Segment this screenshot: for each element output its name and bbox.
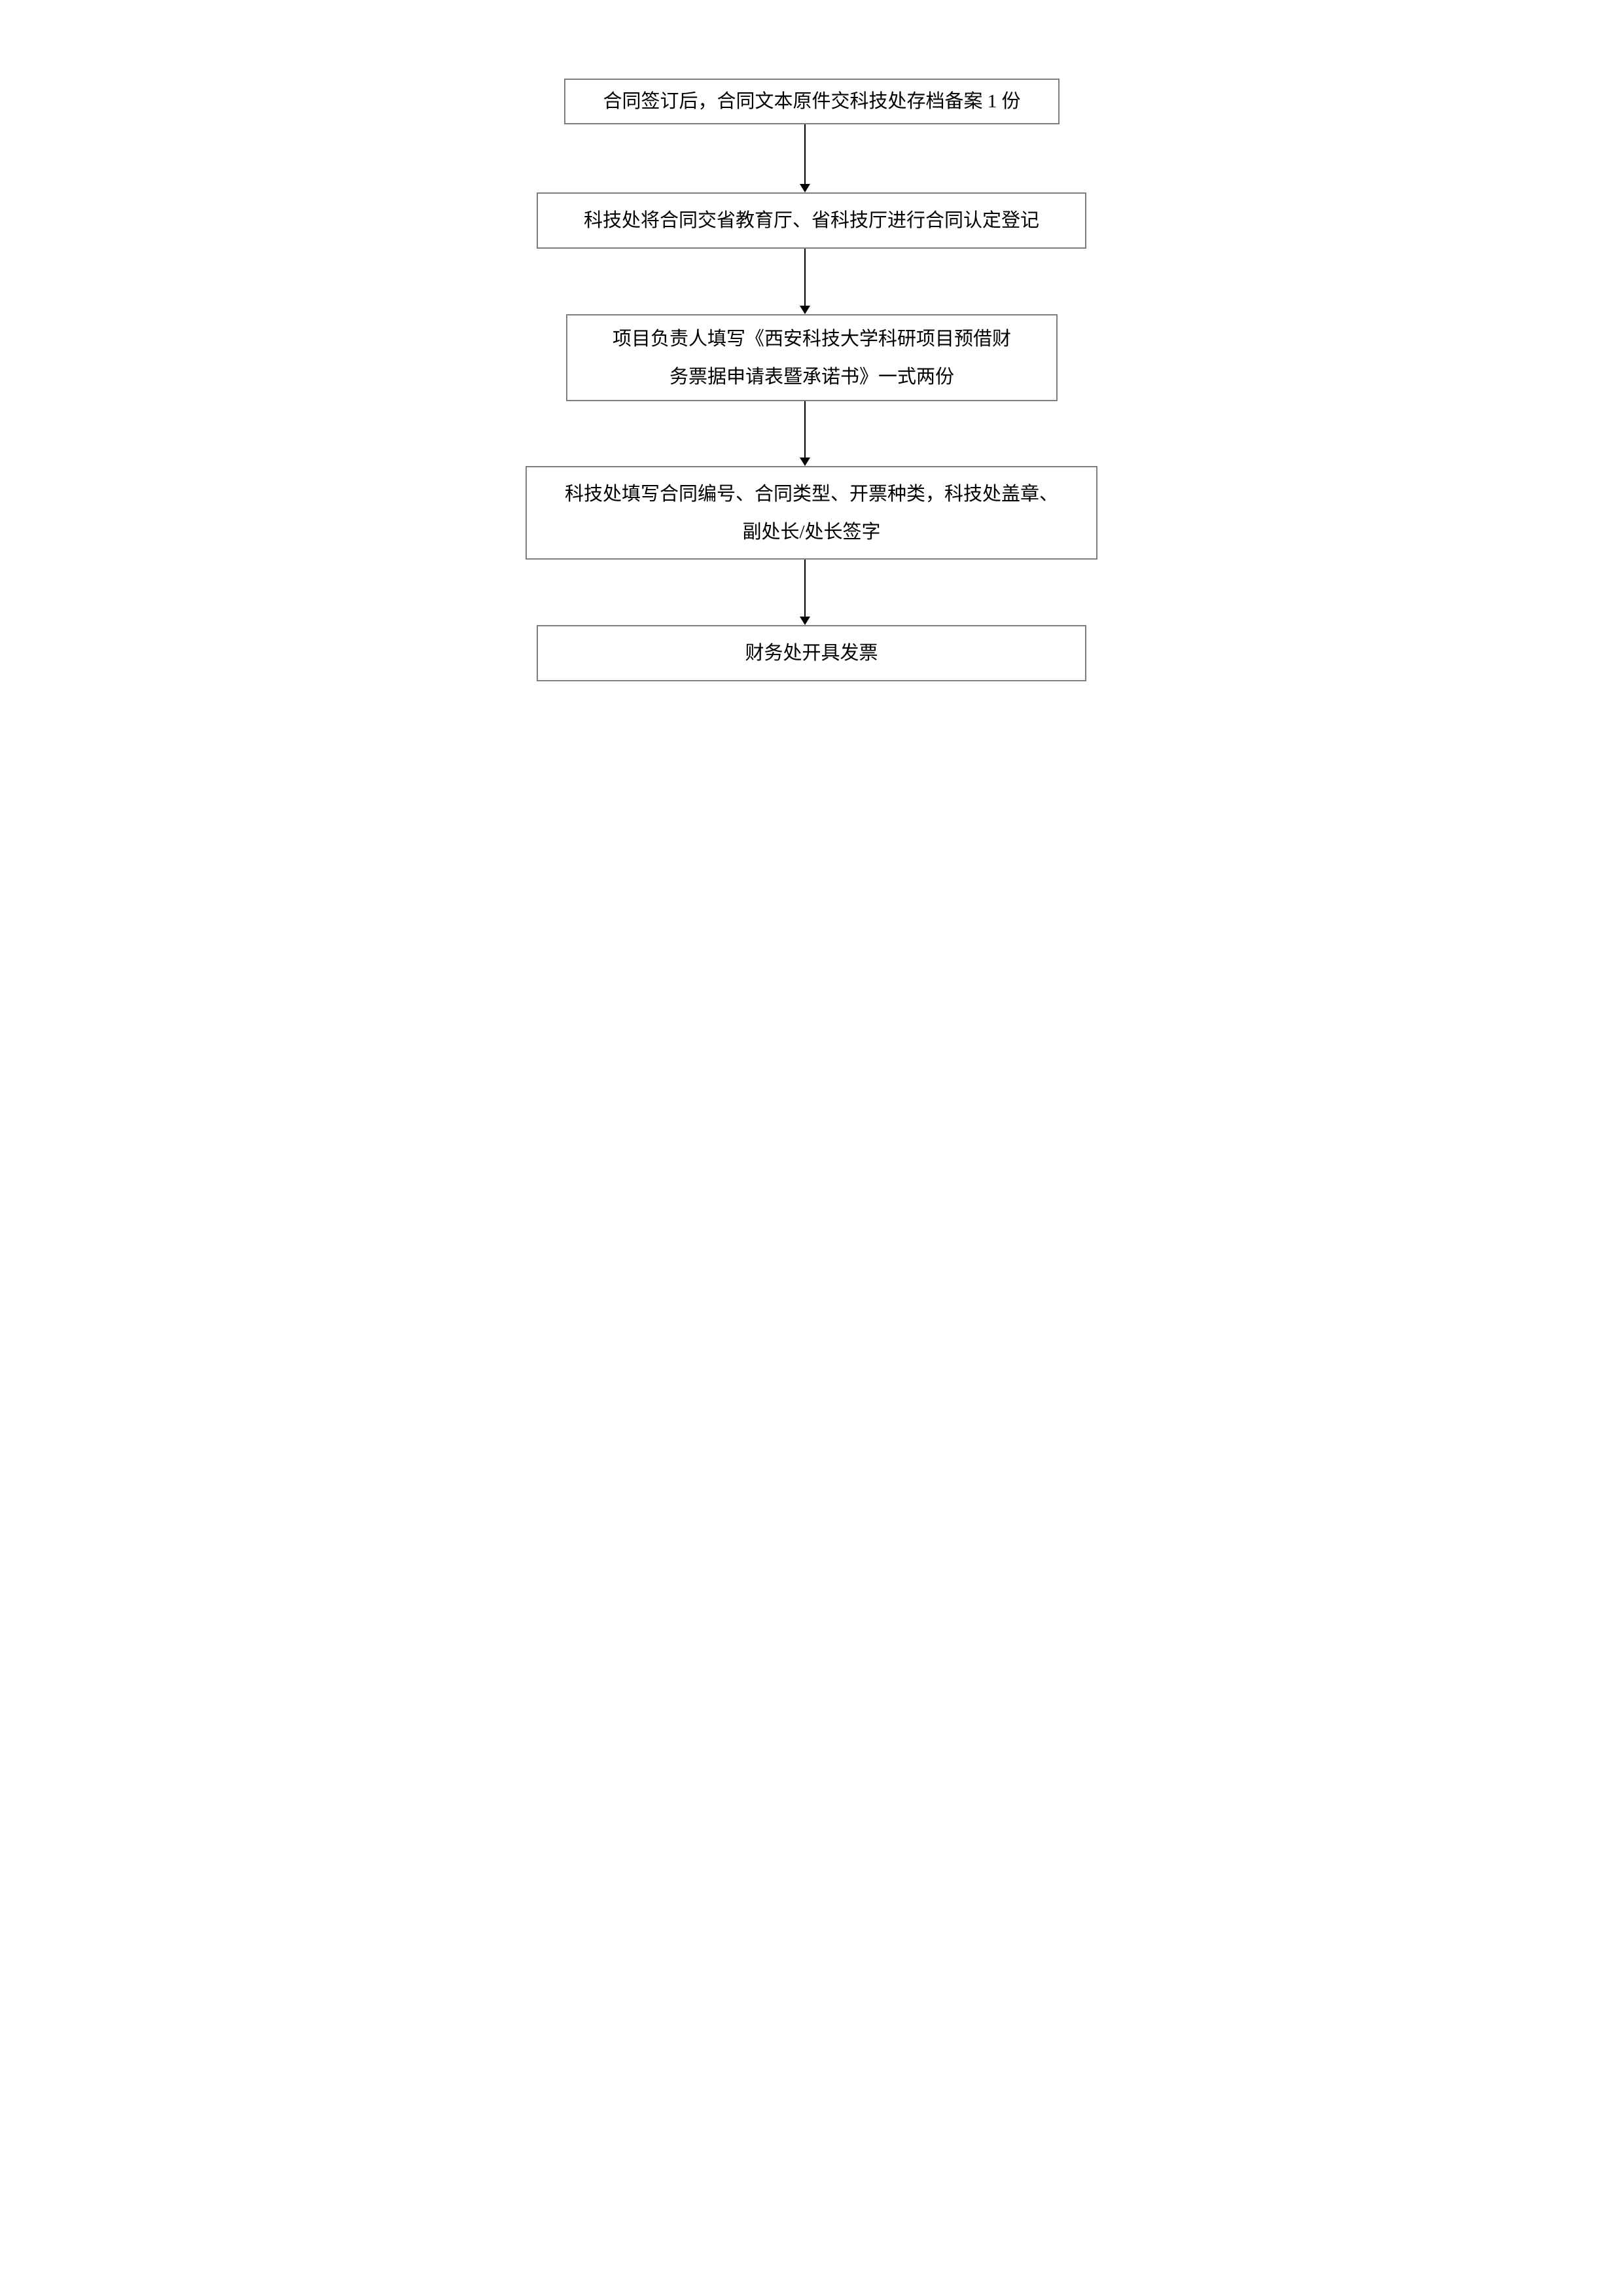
flow-step-5-text: 财务处开具发票 [745, 643, 878, 664]
flow-step-5: 财务处开具发票 [537, 625, 1086, 681]
flow-step-1: 合同签订后，合同文本原件交科技处存档备案 1 份 [564, 79, 1060, 124]
arrow-down-4 [800, 560, 810, 625]
flow-step-3-text-line-2: 务票据申请表暨承诺书》一式两份 [669, 366, 954, 387]
flow-step-3-text-line-1: 项目负责人填写《西安科技大学科研项目预借财 [612, 328, 1011, 350]
document-page: 合同签订后，合同文本原件交科技处存档备案 1 份 科技处将合同交省教育厅、省科技… [406, 0, 1217, 1148]
arrow-line [804, 249, 806, 306]
flow-step-2: 科技处将合同交省教育厅、省科技厅进行合同认定登记 [537, 192, 1086, 249]
arrow-line [804, 560, 806, 617]
arrow-head-icon [800, 457, 810, 466]
flow-step-2-text: 科技处将合同交省教育厅、省科技厅进行合同认定登记 [583, 210, 1039, 231]
arrow-head-icon [800, 617, 810, 625]
flow-step-4: 科技处填写合同编号、合同类型、开票种类，科技处盖章、 副处长/处长签字 [526, 466, 1097, 560]
arrow-head-icon [800, 306, 810, 314]
flow-step-4-text-line-2: 副处长/处长签字 [742, 521, 881, 543]
arrow-down-1 [800, 124, 810, 192]
flow-step-4-text-line-1: 科技处填写合同编号、合同类型、开票种类，科技处盖章、 [564, 483, 1058, 505]
arrow-line [804, 401, 806, 457]
flow-step-3: 项目负责人填写《西安科技大学科研项目预借财 务票据申请表暨承诺书》一式两份 [566, 314, 1058, 401]
arrow-line [804, 124, 806, 184]
arrow-down-3 [800, 401, 810, 466]
arrow-down-2 [800, 249, 810, 314]
arrow-head-icon [800, 184, 810, 192]
flow-step-1-text: 合同签订后，合同文本原件交科技处存档备案 1 份 [603, 91, 1021, 112]
